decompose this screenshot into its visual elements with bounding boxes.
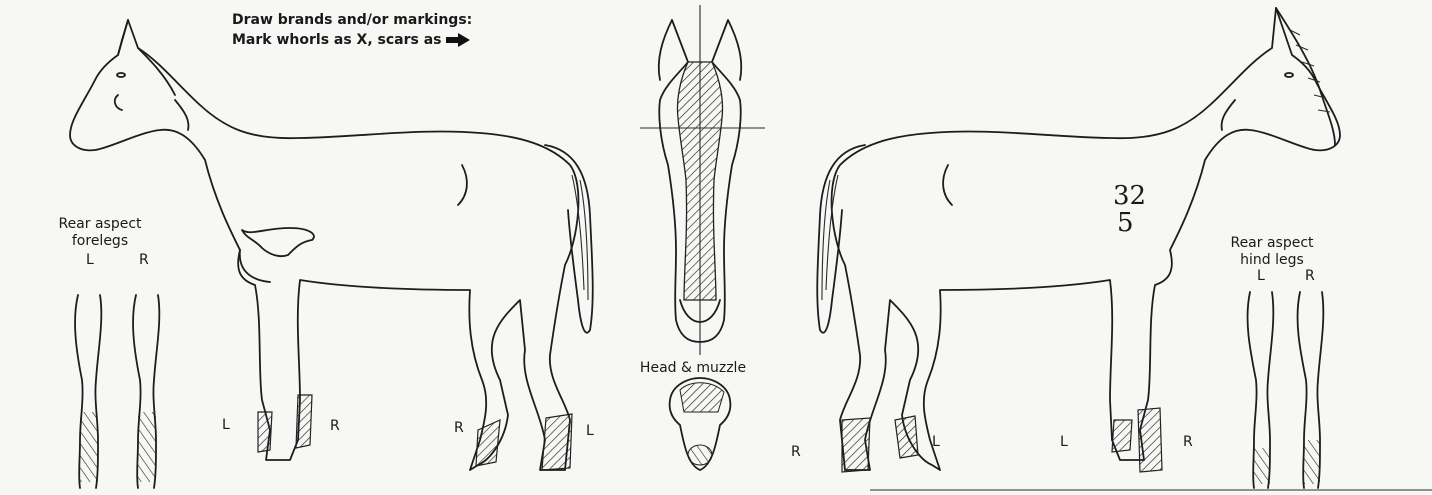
left-horse-fore-left-marking — [258, 412, 272, 452]
right-horse-stifle — [943, 165, 952, 205]
left-horse-eye — [117, 73, 125, 77]
left-horse-stifle — [458, 165, 467, 205]
left-horse-outline — [70, 20, 578, 470]
left-horse-hind-left-marking — [542, 414, 572, 470]
head-front-view — [640, 5, 765, 355]
muzzle-view — [670, 378, 731, 470]
rear-hindleg-left-marking — [1254, 448, 1270, 484]
muzzle-upper-marking — [680, 383, 724, 412]
head-blaze-marking — [677, 62, 722, 300]
left-horse-ear — [118, 20, 128, 55]
right-horse-hind-right-marking — [1138, 408, 1162, 472]
right-side-horse — [817, 8, 1340, 472]
left-horse-chest — [240, 250, 270, 282]
muzzle-lower-marking — [688, 445, 712, 465]
left-side-horse — [70, 20, 593, 470]
left-horse-fore-right-marking — [296, 395, 312, 448]
rear-foreleg-right-marking — [138, 412, 156, 482]
left-horse-mane — [138, 48, 175, 95]
right-horse-tail — [817, 145, 865, 333]
right-horse-outline — [832, 8, 1340, 470]
left-horse-shoulder — [175, 100, 188, 130]
rear-hindlegs-drawing — [1248, 292, 1324, 488]
right-horse-shoulder — [1222, 100, 1235, 130]
left-horse-cheek — [115, 95, 122, 110]
right-horse-fore-left-marking — [895, 416, 918, 458]
right-horse-eye — [1285, 73, 1293, 77]
left-horse-hind-right-marking — [476, 420, 500, 466]
rear-hindleg-right-marking — [1304, 440, 1320, 484]
left-horse-tail — [545, 145, 593, 333]
right-horse-fore-marking — [1112, 420, 1132, 452]
rear-foreleg-left-marking — [80, 412, 98, 482]
rear-forelegs-drawing — [75, 295, 159, 488]
right-horse-hind-marking — [842, 418, 870, 472]
left-horse-girth-marking — [242, 228, 314, 256]
